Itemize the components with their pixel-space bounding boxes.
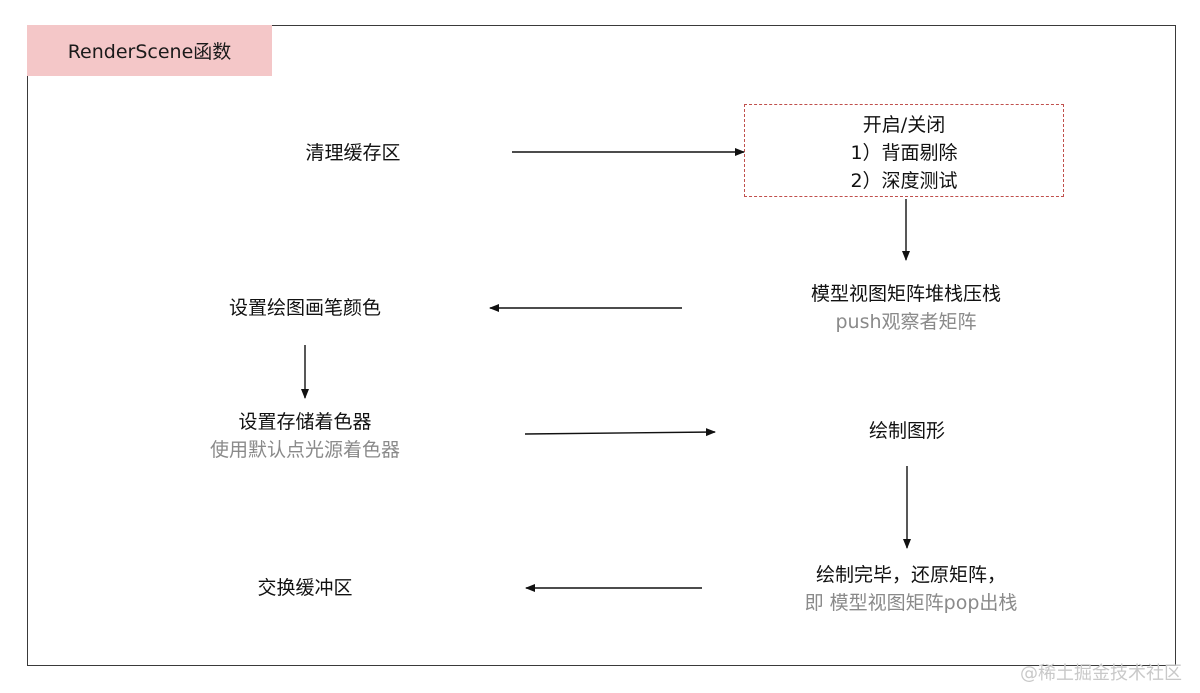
node-toggle-box: 开启/关闭 1）背面剔除 2）深度测试 [744, 104, 1064, 197]
node-pen-color-label: 设置绘图画笔颜色 [228, 297, 382, 319]
node-clear-buffer-label: 清理缓存区 [305, 142, 401, 164]
toggle-item-depth: 2）深度测试 [850, 170, 958, 192]
node-push-matrix-label: 模型视图矩阵堆栈压栈 [810, 283, 1002, 305]
node-push-matrix: 模型视图矩阵堆栈压栈 push观察者矩阵 [811, 280, 1001, 336]
node-push-matrix-sub: push观察者矩阵 [835, 311, 977, 333]
node-draw-label: 绘制图形 [868, 420, 946, 442]
toggle-title: 开启/关闭 [862, 114, 946, 136]
node-shader-label: 设置存储着色器 [238, 411, 372, 433]
diagram-title: RenderScene函数 [27, 25, 272, 76]
node-restore-matrix-sub: 即 模型视图矩阵pop出栈 [804, 592, 1018, 614]
node-shader: 设置存储着色器 使用默认点光源着色器 [210, 408, 400, 464]
diagram-frame [27, 25, 1176, 666]
node-swap-buffer-label: 交换缓冲区 [257, 577, 353, 599]
node-draw: 绘制图形 [869, 417, 945, 445]
node-restore-matrix-label: 绘制完毕，还原矩阵， [815, 564, 1007, 586]
node-restore-matrix: 绘制完毕，还原矩阵， 即 模型视图矩阵pop出栈 [805, 561, 1018, 617]
node-clear-buffer: 清理缓存区 [305, 139, 400, 167]
node-pen-color: 设置绘图画笔颜色 [229, 294, 381, 322]
node-shader-sub: 使用默认点光源着色器 [209, 439, 401, 461]
toggle-item-cull: 1）背面剔除 [850, 142, 958, 164]
watermark: @稀土掘金技术社区 [1020, 663, 1182, 684]
arrow-shader-to-draw [524, 428, 716, 437]
node-swap-buffer: 交换缓冲区 [257, 574, 352, 602]
